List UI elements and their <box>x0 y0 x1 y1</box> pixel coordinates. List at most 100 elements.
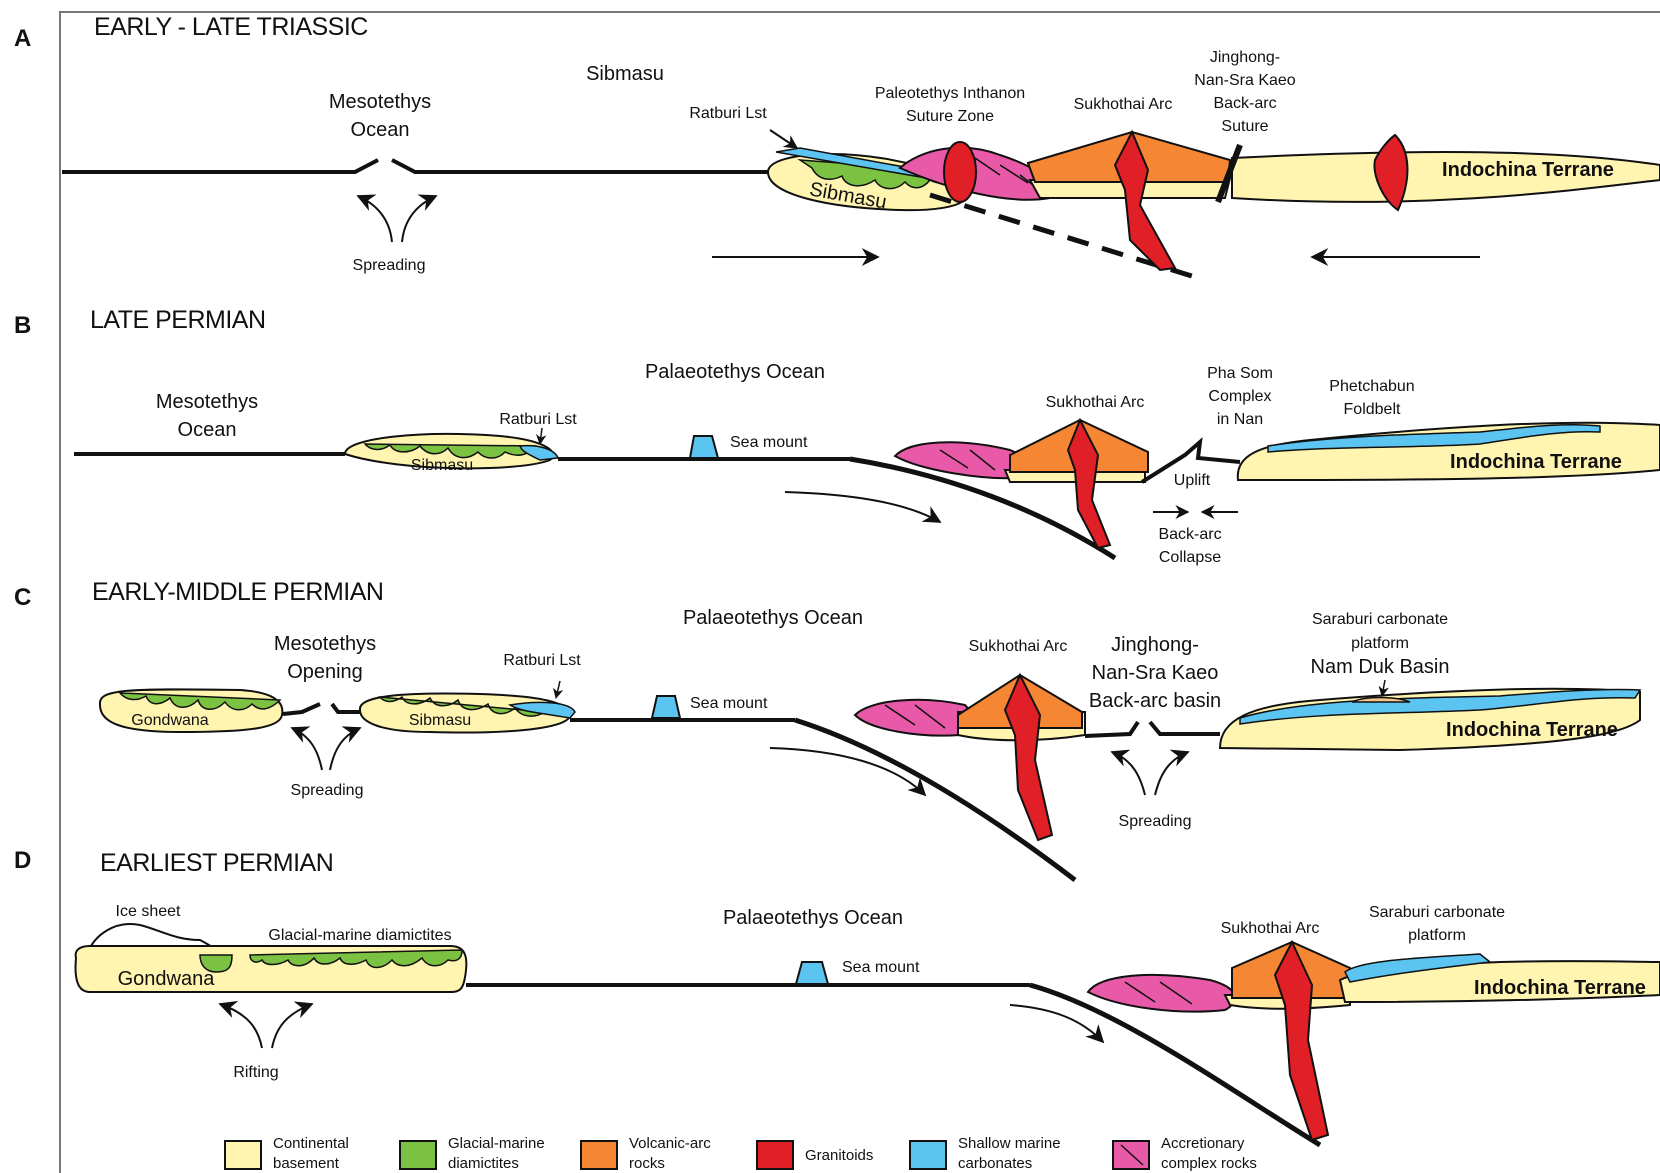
seamount <box>690 436 718 458</box>
legend-label: carbonates <box>958 1155 1032 1172</box>
panel-b-title: LATE PERMIAN <box>90 306 266 334</box>
spreading-arrow-left <box>1112 752 1145 795</box>
spreading-arrow-left <box>358 196 392 242</box>
ratburi-label: Ratburi Lst <box>689 105 767 122</box>
palaeotethys-label: Palaeotethys Ocean <box>683 607 863 629</box>
jinghong-label: Back-arc <box>1213 95 1276 112</box>
seamount-label: Sea mount <box>842 959 920 976</box>
sukhothai-label: Sukhothai Arc <box>1046 394 1145 411</box>
subduction-arrow <box>1010 1005 1103 1042</box>
back-arc-floor <box>1085 722 1138 736</box>
indochina-label: Indochina Terrane <box>1442 159 1614 181</box>
back-arc-floor <box>1150 722 1220 734</box>
seamount <box>796 962 828 984</box>
panel-d-letter: D <box>14 847 31 874</box>
jinghong-label: Back-arc basin <box>1089 690 1221 712</box>
legend-label: Volcanic-arc <box>629 1135 711 1152</box>
uplift-label: Uplift <box>1174 472 1211 489</box>
ocean-floor-line <box>332 704 360 712</box>
legend-label: Continental <box>273 1135 349 1152</box>
mesotethys-label: Ocean <box>178 419 237 441</box>
palaeotethys-label: Palaeotethys Ocean <box>645 361 825 383</box>
palaeotethys-label: Palaeotethys Ocean <box>723 907 903 929</box>
legend-label: rocks <box>629 1155 665 1172</box>
accretionary-wedge <box>855 700 972 736</box>
jinghong-label: Jinghong- <box>1210 49 1280 66</box>
rifting-label: Rifting <box>233 1064 278 1081</box>
sibmasu-label: Sibmasu <box>586 63 664 85</box>
jinghong-label: Nan-Sra Kaeo <box>1092 662 1219 684</box>
accretionary-wedge <box>1088 975 1235 1012</box>
subduction-arrow <box>770 748 925 795</box>
legend-swatch-granitoid <box>757 1141 793 1169</box>
ratburi-label: Ratburi Lst <box>499 411 577 428</box>
seamount <box>652 696 680 718</box>
mesotethys-label: Mesotethys <box>156 391 258 413</box>
indochina-label: Indochina Terrane <box>1450 451 1622 473</box>
spreading-arrow-left <box>292 728 322 770</box>
mesotethys-label: Mesotethys <box>329 91 431 113</box>
legend-label: Granitoids <box>805 1147 873 1164</box>
seamount-label: Sea mount <box>730 434 808 451</box>
legend-label: basement <box>273 1155 340 1172</box>
panel-c-title: EARLY-MIDDLE PERMIAN <box>92 578 383 606</box>
legend-label: Accretionary <box>1161 1135 1245 1152</box>
panel-a: A EARLY - LATE TRIASSIC Mesotethys Ocean… <box>14 13 1660 277</box>
phetchabun-label: Phetchabun <box>1329 378 1414 395</box>
jinghong-label: Nan-Sra Kaeo <box>1194 72 1295 89</box>
legend-label: Shallow marine <box>958 1135 1061 1152</box>
panel-a-letter: A <box>14 25 31 52</box>
sibmasu-block-label: Sibmasu <box>409 712 471 729</box>
legend-swatch-volcanic <box>581 1141 617 1169</box>
spreading-label: Spreading <box>291 782 364 799</box>
spreading-arrow-right <box>330 728 360 770</box>
phetchabun-label: Foldbelt <box>1344 401 1401 418</box>
legend: Continental basement Glacial-marine diamict… <box>225 1135 1257 1172</box>
rifting-arrow-right <box>272 1004 312 1048</box>
granitoid-body <box>944 142 976 202</box>
gondwana-label: Gondwana <box>118 968 216 990</box>
saraburi-label: Saraburi carbonate <box>1369 904 1505 921</box>
legend-label: diamictites <box>448 1155 519 1172</box>
ocean-floor-line <box>283 704 320 714</box>
paleotethys-suture-label: Suture Zone <box>906 108 994 125</box>
back-arc-collapse-label: Collapse <box>1159 549 1221 566</box>
pha-som-label: Pha Som <box>1207 365 1273 382</box>
legend-swatch-glacial <box>400 1141 436 1169</box>
glacial-label: Glacial-marine diamictites <box>268 927 451 944</box>
saraburi-label: Saraburi carbonate <box>1312 611 1448 628</box>
gondwana-label: Gondwana <box>131 712 208 729</box>
pha-som-label: Complex <box>1208 388 1271 405</box>
spreading-arrow-right <box>402 196 436 242</box>
legend-label: Glacial-marine <box>448 1135 545 1152</box>
panel-d: D EARLIEST PERMIAN Palaeotethys Ocean Ic… <box>14 847 1660 1145</box>
sukhothai-label: Sukhothai Arc <box>1074 96 1173 113</box>
paleotethys-suture-label: Paleotethys Inthanon <box>875 85 1025 102</box>
indochina-label: Indochina Terrane <box>1474 977 1646 999</box>
jinghong-label: Jinghong- <box>1111 634 1199 656</box>
spreading-label: Spreading <box>353 257 426 274</box>
ocean-floor-line <box>392 160 780 172</box>
sukhothai-label: Sukhothai Arc <box>1221 920 1320 937</box>
sukhothai-label: Sukhothai Arc <box>969 638 1068 655</box>
indochina-label: Indochina Terrane <box>1446 719 1618 741</box>
nam-duk-label: Nam Duk Basin <box>1311 656 1450 678</box>
ratburi-pointer <box>556 681 560 698</box>
ratburi-label: Ratburi Lst <box>503 652 581 669</box>
saraburi-label: platform <box>1351 635 1409 652</box>
mesotethys-label: Mesotethys <box>274 633 376 655</box>
subduction-arrow <box>785 492 940 522</box>
legend-label: complex rocks <box>1161 1155 1257 1172</box>
panel-c: C EARLY-MIDDLE PERMIAN Palaeotethys Ocea… <box>14 578 1640 880</box>
jinghong-label: Suture <box>1221 118 1268 135</box>
panel-d-title: EARLIEST PERMIAN <box>100 849 333 877</box>
spreading-arrow-right <box>1155 752 1188 795</box>
pha-som-label: in Nan <box>1217 411 1263 428</box>
seamount-label: Sea mount <box>690 695 768 712</box>
ocean-floor-line <box>62 160 378 172</box>
panel-b: B LATE PERMIAN Mesotethys Ocean Palaeote… <box>14 306 1660 566</box>
mesotethys-label: Opening <box>287 661 363 683</box>
panel-b-letter: B <box>14 312 31 339</box>
panel-a-title: EARLY - LATE TRIASSIC <box>94 13 368 41</box>
